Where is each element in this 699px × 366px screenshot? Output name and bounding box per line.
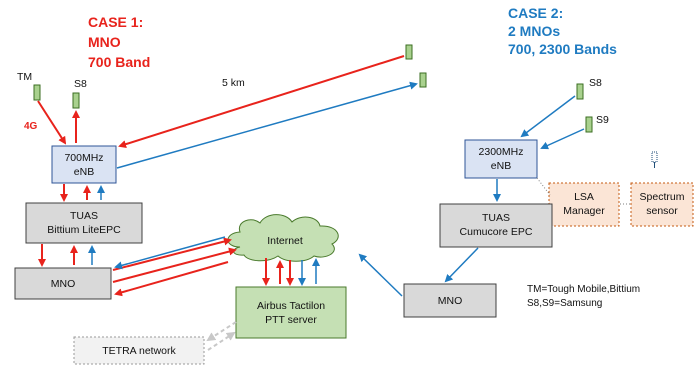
spectrum-sensor-box [630, 182, 694, 227]
mno-right-label: MNO [438, 295, 463, 307]
case2-title: CASE 2: 2 MNOs 700, 2300 Bands [508, 5, 617, 57]
case1-title: CASE 1: MNO 700 Band [88, 14, 150, 70]
mno-to-internet-link-2 [112, 247, 237, 283]
s9-to-enb2300-link [540, 128, 585, 150]
distance-label: 5 km [222, 77, 245, 89]
airbus-to-tetra-link [206, 321, 237, 342]
spectrum-sensor-label-line2: sensor [646, 205, 678, 217]
s9-phone-icon [585, 116, 593, 133]
tetra-to-airbus-link [207, 331, 236, 351]
s8-left-label: S8 [74, 78, 87, 90]
enb700-label-line2: eNB [74, 166, 94, 178]
lsa-manager-label-line2: Manager [563, 205, 605, 217]
case2-title-line2: 2 MNOs [508, 23, 560, 39]
mno-to-internet-link-1 [112, 237, 232, 271]
connections [37, 55, 631, 351]
airbus-server-box [235, 286, 347, 339]
tetra-network-box [73, 336, 205, 365]
tetra-network-label: TETRA network [102, 345, 176, 357]
enb700-to-far-phone-link [116, 81, 418, 169]
far-phone-2-icon [419, 72, 427, 88]
tuas-bittium-box [25, 202, 143, 244]
tuas-to-mno-right-link [444, 247, 479, 283]
enb2300-to-lsa-link [536, 177, 551, 196]
internet-to-mno-link [114, 261, 229, 297]
internet-label: Internet [267, 235, 303, 247]
case2-title-line1: CASE 2: [508, 5, 563, 21]
tm-label: TM [17, 71, 32, 83]
antenna-icon [651, 151, 658, 168]
case1-title-line3: 700 Band [88, 54, 150, 70]
case2-title-line3: 700, 2300 Bands [508, 41, 617, 57]
mno-left-box [14, 267, 112, 300]
s8-to-enb2300-link [520, 95, 576, 138]
mno-right-to-internet-link [358, 253, 403, 297]
enb700-label-line1: 700MHz [64, 152, 103, 164]
spectrum-sensor-label-line1: Spectrum [640, 191, 685, 203]
internet-to-mno-blue-link [114, 236, 226, 270]
case1-title-line1: CASE 1: [88, 14, 143, 30]
far-phone-to-enb700-link [118, 55, 405, 149]
tuas-bittium-label-line2: Bittium LiteEPC [47, 224, 121, 236]
mno-right-box [403, 283, 497, 318]
far-phone-1-icon [405, 44, 413, 60]
tm-to-enb700-link [37, 100, 67, 145]
legend-line2: S8,S9=Samsung [527, 298, 602, 309]
tuas-bittium-label-line1: TUAS [70, 210, 98, 222]
tuas-cumucore-label-line1: TUAS [482, 212, 510, 224]
legend-line1: TM=Tough Mobile,Bittium [527, 284, 640, 295]
airbus-server-label-line2: PTT server [265, 314, 317, 326]
s8-left-phone-icon [72, 92, 80, 109]
tuas-cumucore-box [439, 203, 553, 248]
lsa-manager-label-line1: LSA [574, 191, 594, 203]
enb2300-label-line1: 2300MHz [479, 146, 524, 158]
enb700-box [51, 145, 117, 184]
lte-label: 4G [24, 121, 38, 132]
s9-label: S9 [596, 114, 609, 126]
mno-left-label: MNO [51, 278, 76, 290]
s8-right-label: S8 [589, 77, 602, 89]
s8-right-phone-icon [576, 83, 584, 100]
airbus-server-label-line1: Airbus Tactilon [257, 300, 325, 312]
case1-title-line2: MNO [88, 34, 121, 50]
enb2300-label-line2: eNB [491, 160, 511, 172]
tm-phone-icon [33, 84, 41, 101]
internet-cloud: Internet [227, 214, 339, 262]
tuas-cumucore-label-line2: Cumucore EPC [460, 226, 533, 238]
enb2300-box [464, 139, 538, 179]
